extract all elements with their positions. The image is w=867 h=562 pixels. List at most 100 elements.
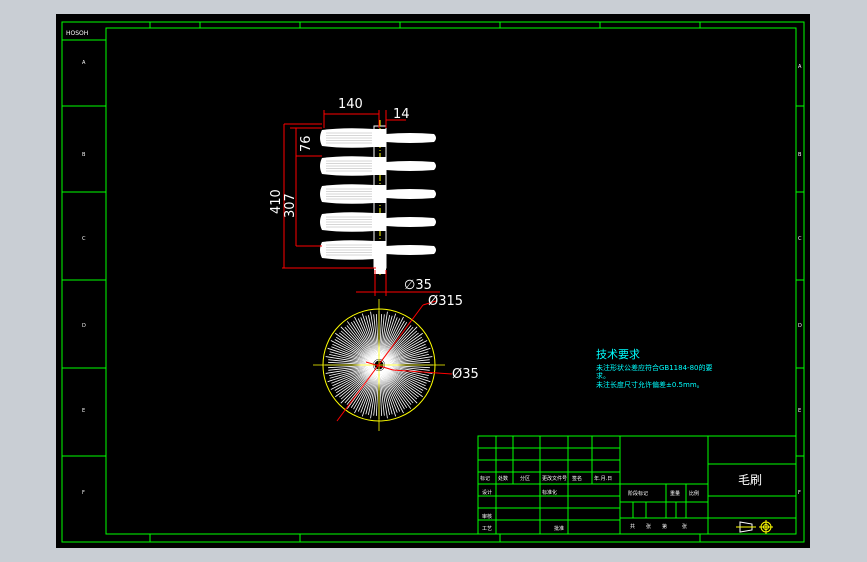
radial-bristle: [384, 367, 428, 390]
radial-bristle: [353, 320, 377, 361]
radial-bristle: [332, 343, 374, 363]
radial-bristle: [330, 340, 374, 363]
radial-bristle: [380, 317, 398, 360]
radial-bristle: [384, 361, 430, 366]
radial-bristle: [331, 346, 374, 364]
radial-bristle: [354, 316, 377, 360]
projection-symbol-icon: [736, 520, 773, 534]
tuft-hub: [374, 129, 386, 147]
bristle-tuft: [320, 212, 436, 232]
radial-bristle: [346, 369, 376, 409]
title-block-text: 毛刷 标记 处数 分区 更改文件号 签名 年.月.日 设计 标准化 审核 工艺 …: [480, 473, 762, 532]
radial-bristle: [354, 370, 377, 414]
brush-front-view: [313, 299, 445, 431]
radial-bristle: [365, 370, 378, 415]
radial-bristle: [383, 367, 424, 391]
radial-bristle: [382, 369, 414, 404]
dim-height-307: 307: [283, 193, 298, 218]
row-label-d: D: [82, 323, 86, 329]
radial-bristle: [383, 330, 418, 362]
radial-bristle: [325, 356, 374, 365]
front-view-dimension-text: Ø315 Ø35: [428, 294, 479, 382]
radial-bristle: [370, 370, 379, 419]
radial-bristle: [381, 369, 408, 408]
radial-bristle: [373, 314, 379, 360]
radial-bristle: [384, 356, 433, 365]
radial-bristle: [384, 366, 429, 379]
radial-bristle: [382, 369, 412, 405]
radial-bristle: [379, 315, 390, 360]
tuft-hub: [374, 241, 386, 259]
radial-bristle: [360, 317, 378, 360]
radial-bristle: [346, 325, 376, 361]
tuft-hub: [374, 213, 386, 231]
tuft-right: [386, 133, 436, 143]
row-label-e: E: [82, 408, 85, 414]
radial-bristle: [334, 367, 375, 391]
radial-bristle: [357, 318, 377, 360]
row-label-right-b: B: [798, 152, 802, 158]
radial-bristle: [350, 369, 377, 408]
radial-bristle: [384, 351, 429, 364]
notes-line-1: 未注形状公差应符合GB1184-80的要: [596, 363, 712, 372]
radial-bristle: [329, 365, 374, 376]
tuft-hub: [374, 157, 386, 175]
radial-bristle: [339, 368, 375, 398]
row-label-right-c: C: [798, 236, 802, 242]
radial-bristle: [340, 330, 375, 362]
radial-bristle: [328, 361, 374, 366]
radial-bristle: [380, 313, 397, 360]
radial-bristle: [344, 326, 376, 361]
radial-bristle: [382, 368, 418, 404]
tb-sheet-number: 第: [662, 523, 667, 530]
radial-bristle: [381, 320, 405, 361]
radial-bristle: [384, 347, 431, 364]
radial-bristle: [381, 316, 404, 360]
tuft-right: [386, 217, 436, 227]
radial-bristle: [379, 314, 385, 360]
radial-bristle: [380, 370, 397, 417]
tuft-right: [386, 189, 436, 199]
radial-bristle: [329, 366, 374, 379]
radial-bristle: [379, 370, 390, 415]
frame-row-labels: A B C D E F A B C D E F: [82, 60, 802, 496]
tb-sheet-unit-2: 张: [682, 523, 687, 530]
radial-bristle: [379, 370, 388, 419]
tuft-right: [386, 161, 436, 171]
radial-bristle: [384, 359, 430, 365]
radial-bristle: [382, 325, 412, 361]
bristle-tuft: [320, 240, 436, 260]
tuft-hub: [374, 185, 386, 203]
bristle-tuft: [320, 156, 436, 176]
radial-bristle: [344, 369, 376, 404]
radial-bristle: [380, 315, 393, 360]
radial-bristle: [381, 370, 404, 414]
notes-title: 技术要求: [596, 348, 640, 361]
tb-label-scale: 比例: [689, 490, 699, 497]
dim-shaft-diameter: ∅35: [404, 278, 432, 293]
radial-bristle: [380, 370, 393, 415]
drawing-background: [56, 14, 810, 548]
radial-bristle: [383, 368, 423, 398]
radial-bristle: [384, 364, 430, 369]
dim-hub-diameter: Ø35: [452, 367, 479, 382]
radial-bristle: [384, 343, 426, 363]
row-label-f: F: [82, 490, 85, 496]
tb-label-process: 工艺: [482, 526, 492, 532]
radial-bristle: [353, 369, 377, 410]
tb-label-review: 审核: [482, 513, 492, 520]
radial-bristle: [334, 339, 375, 363]
radial-bristle: [382, 369, 412, 409]
part-name: 毛刷: [738, 473, 762, 487]
radial-bristle: [332, 367, 374, 387]
frame-corner-label: HOSOH: [66, 30, 88, 37]
radial-bristle: [327, 347, 374, 364]
radial-bristle: [328, 364, 374, 369]
radial-bristle: [335, 368, 375, 398]
radial-bristle: [360, 370, 378, 413]
radial-bristle: [382, 326, 414, 361]
radial-bristle: [329, 351, 374, 364]
radial-bristle: [340, 368, 376, 404]
row-label-b: B: [82, 152, 86, 158]
